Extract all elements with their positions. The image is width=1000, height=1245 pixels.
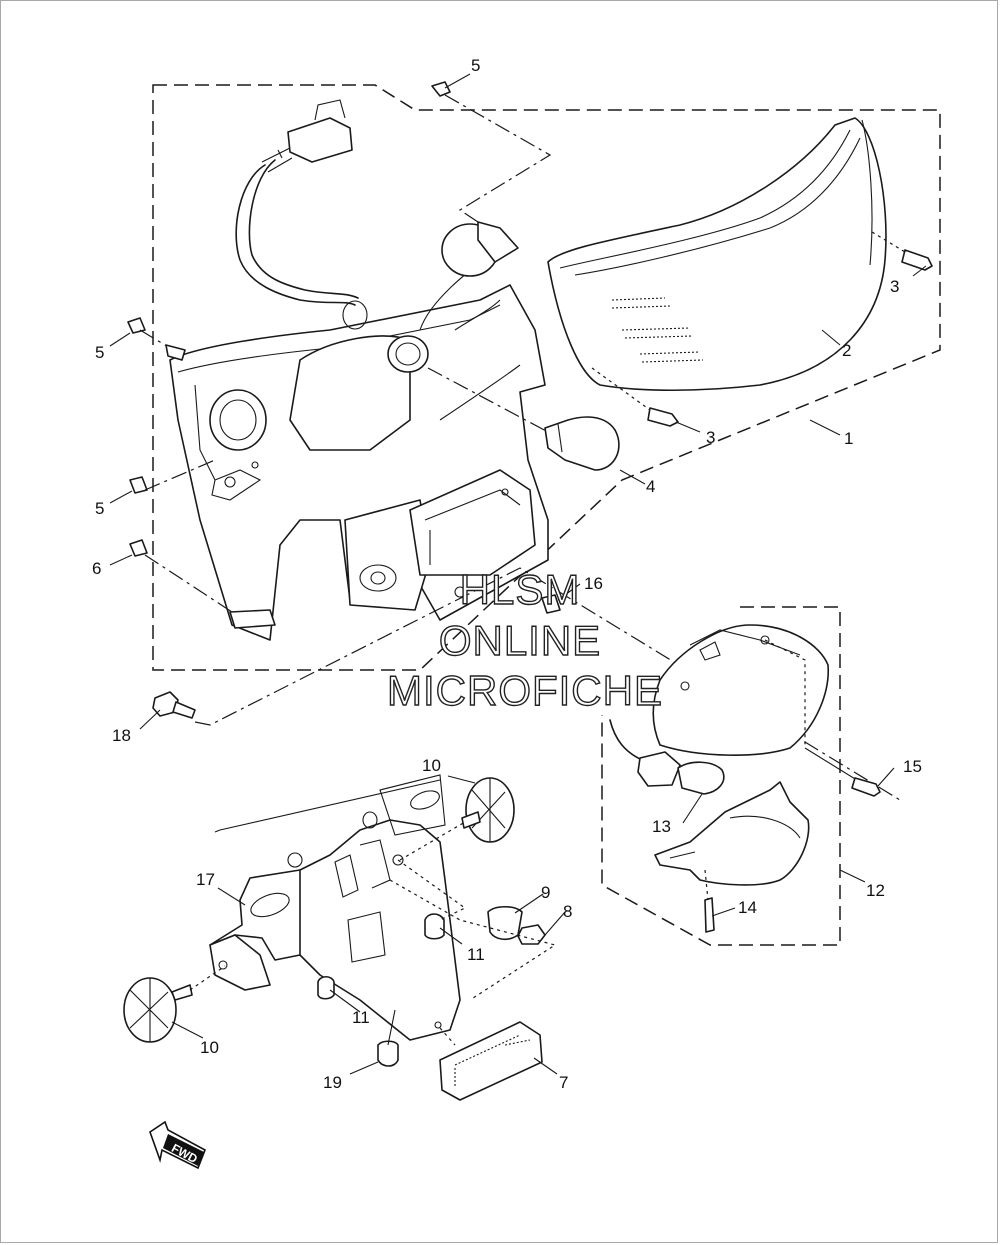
callout-5-mid: 5: [95, 499, 104, 518]
screw-part-3-lower: [591, 367, 679, 427]
leader-lines: [109, 73, 927, 1075]
callout-4: 4: [646, 477, 655, 496]
lens-part-14: [654, 781, 810, 933]
callout-12: 12: [866, 881, 885, 900]
license-lamp-part-12: [652, 624, 881, 797]
wire-harness: [235, 99, 368, 330]
clip-part-16: [541, 594, 561, 614]
socket-bulb-part-13: [609, 719, 725, 795]
callout-6: 6: [92, 559, 101, 578]
callout-10-upper: 10: [422, 756, 441, 775]
callout-11-upper: 11: [467, 945, 485, 964]
clip-part-6: [129, 539, 233, 613]
callout-15: 15: [903, 757, 922, 776]
screw-part-3-upper: [871, 231, 933, 271]
callout-5-left: 5: [95, 343, 104, 362]
clip-part-5-top: [431, 81, 552, 263]
callout-10-lower: 10: [200, 1038, 219, 1057]
watermark-line-3: MICROFICHE: [387, 667, 663, 714]
callout-8: 8: [563, 902, 572, 921]
callouts: 5 3 2 1 3 4 5 5 6 16 18 15 10 13 17 12 9…: [92, 56, 922, 1092]
watermark-line-1: HLSM: [460, 566, 581, 613]
watermark: HLSM ONLINE MICROFICHE: [386, 565, 663, 714]
assembly-boundary-1: [152, 84, 941, 671]
clip-part-5-left: [127, 317, 186, 361]
damper-part-10-upper: [399, 777, 515, 861]
watermark-line-2: ONLINE: [439, 617, 601, 664]
callout-18: 18: [112, 726, 131, 745]
clip-part-5-mid: [129, 459, 216, 494]
collar-part-11-lower: [317, 975, 335, 1000]
damper-part-19: [377, 1009, 399, 1067]
damper-part-10-lower: [123, 965, 226, 1043]
reflector-part-7: [439, 1021, 543, 1101]
callout-11-lower: 11: [352, 1008, 370, 1027]
callout-5-top: 5: [471, 56, 480, 75]
bulb-part-4: [427, 367, 620, 471]
callout-3-lower: 3: [706, 428, 715, 447]
assembly-boundary-12: [601, 606, 841, 946]
callout-1: 1: [844, 429, 853, 448]
callout-3-upper: 3: [890, 277, 899, 296]
callout-14: 14: [738, 898, 757, 917]
callout-9: 9: [541, 883, 550, 902]
callout-17: 17: [196, 870, 215, 889]
collar-part-11-upper: [397, 859, 467, 940]
callout-2: 2: [842, 341, 851, 360]
forward-arrow-icon: FWD: [149, 1120, 207, 1170]
callout-16: 16: [584, 574, 603, 593]
lamp-housing-part-1: [169, 223, 549, 641]
callout-13: 13: [652, 817, 671, 836]
nut-part-8: [389, 879, 557, 1001]
license-bracket-part-17: [209, 774, 461, 1041]
callout-7: 7: [559, 1073, 568, 1092]
callout-19: 19: [323, 1073, 342, 1092]
lens-cover-part-2: [547, 117, 887, 392]
